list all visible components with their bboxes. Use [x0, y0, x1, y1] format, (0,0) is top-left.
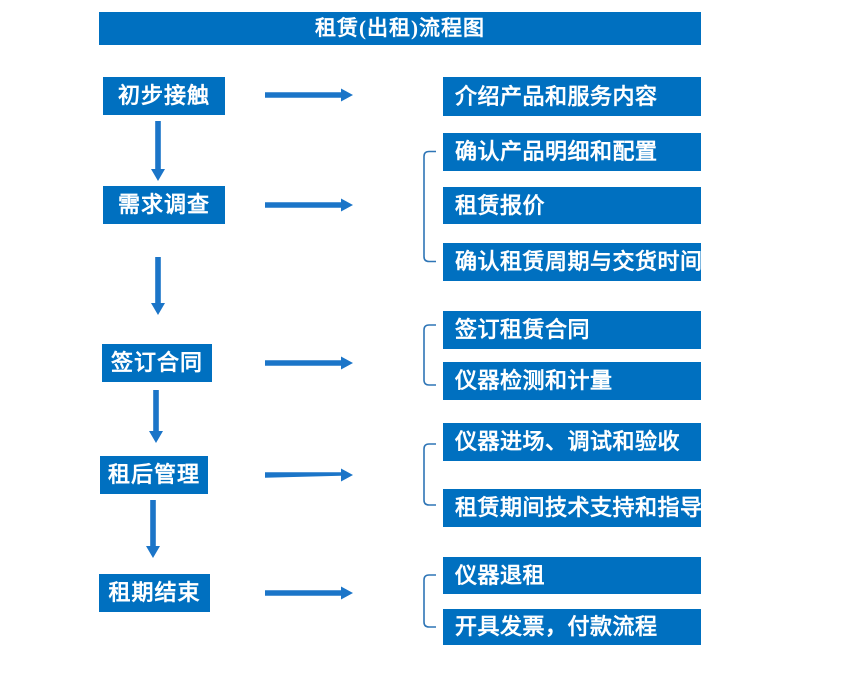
output-box-confirm-product-details: 确认产品明细和配置	[443, 133, 701, 171]
flowchart-title: 租赁(出租)流程图	[315, 16, 485, 40]
output-box-instrument-return: 仪器退租	[443, 557, 701, 594]
bracket-group-5	[423, 574, 436, 628]
output-label: 确认产品明细和配置	[455, 139, 658, 164]
output-label: 签订租赁合同	[455, 317, 591, 342]
stage-box-post-rental-management: 租后管理	[100, 456, 208, 494]
stage-box-initial-contact: 初步接触	[103, 77, 225, 115]
stage-label: 租后管理	[107, 462, 200, 487]
output-label: 开具发票，付款流程	[455, 614, 658, 639]
output-label: 仪器进场、调试和验收	[455, 429, 681, 454]
arrow-down-icon-2	[151, 257, 165, 315]
arrow-right-icon-3	[265, 356, 353, 370]
output-label: 租赁期间技术支持和指导	[455, 495, 703, 520]
arrow-right-icon-5	[265, 586, 353, 600]
output-box-introduce-products: 介绍产品和服务内容	[443, 77, 701, 116]
arrow-right-icon-2	[265, 198, 353, 212]
bracket-group-3	[423, 324, 436, 386]
output-label: 仪器检测和计量	[455, 368, 613, 393]
arrow-right-icon-1	[265, 88, 353, 102]
arrow-right-icon-4	[265, 468, 353, 482]
stage-label: 需求调查	[117, 192, 210, 217]
output-label: 确认租赁周期与交货时间	[455, 249, 703, 274]
arrow-down-icon-3	[149, 390, 163, 443]
stage-label: 租期结束	[108, 580, 201, 605]
stage-label: 签订合同	[110, 350, 203, 375]
arrow-down-icon-4	[146, 500, 160, 558]
output-label: 介绍产品和服务内容	[455, 83, 658, 109]
output-box-rental-quote: 租赁报价	[443, 187, 701, 224]
output-box-confirm-rental-period: 确认租赁周期与交货时间	[443, 243, 703, 281]
arrow-down-icon-1	[151, 121, 165, 181]
output-box-instrument-setup: 仪器进场、调试和验收	[443, 423, 701, 461]
output-box-sign-rental-contract: 签订租赁合同	[443, 311, 701, 349]
output-box-technical-support: 租赁期间技术支持和指导	[443, 489, 703, 527]
bracket-group-2	[423, 150, 436, 263]
output-box-invoice-payment: 开具发票，付款流程	[443, 609, 701, 645]
output-label: 仪器退租	[455, 562, 546, 588]
stage-box-needs-survey: 需求调查	[103, 186, 225, 224]
stage-label: 初步接触	[117, 83, 210, 108]
stage-box-sign-contract: 签订合同	[102, 344, 212, 382]
stage-box-rental-end: 租期结束	[99, 574, 210, 612]
bracket-group-4	[423, 443, 436, 506]
flowchart-title-bar: 租赁(出租)流程图	[99, 12, 701, 45]
output-label: 租赁报价	[455, 192, 546, 218]
output-box-instrument-testing: 仪器检测和计量	[443, 362, 701, 400]
